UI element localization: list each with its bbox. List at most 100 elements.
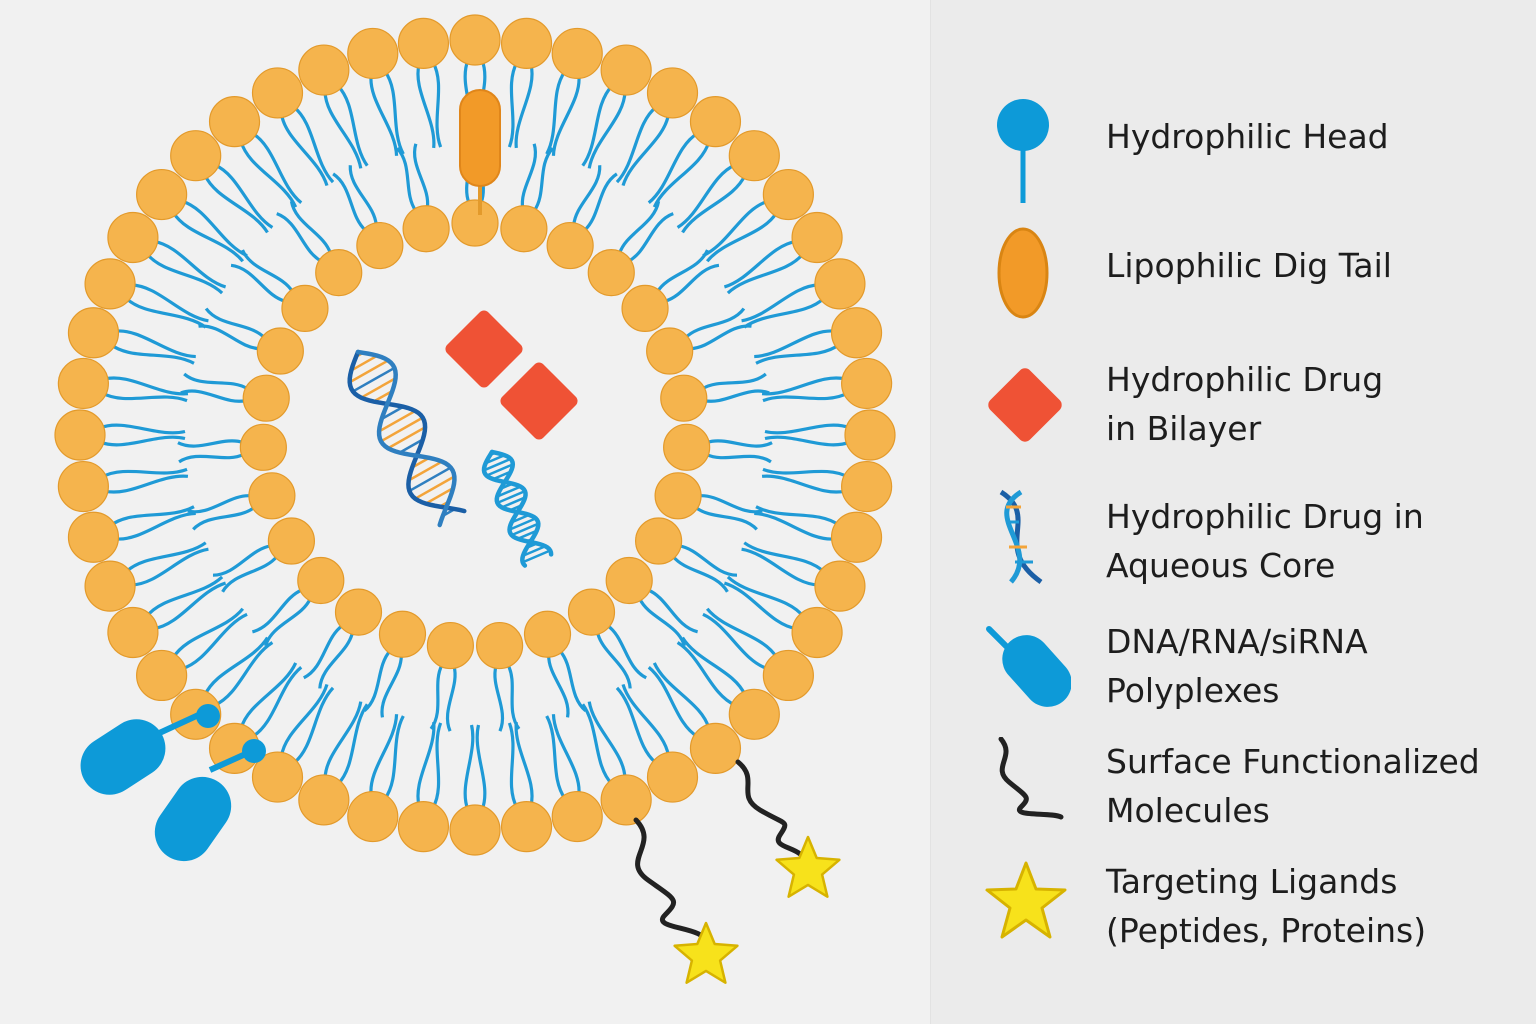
lipid-tail bbox=[723, 239, 797, 289]
lipid-tail bbox=[181, 199, 248, 258]
lipid-tail bbox=[101, 467, 188, 479]
lipid-tail bbox=[755, 343, 840, 365]
lipid-head bbox=[402, 205, 450, 253]
lipid-head bbox=[830, 511, 883, 563]
lipid-tail bbox=[621, 683, 671, 757]
targeting-ligands bbox=[673, 835, 841, 984]
dna-helix-icon bbox=[999, 489, 1043, 585]
lipid-tail bbox=[684, 307, 746, 339]
lipid-tail bbox=[545, 70, 567, 155]
lipophilic-drug-tail-icon bbox=[997, 227, 1049, 319]
lipid-tail bbox=[545, 715, 567, 800]
lipid-tail bbox=[606, 624, 648, 680]
lipid-head bbox=[378, 610, 427, 658]
dna-helix-small bbox=[481, 449, 554, 568]
lipid-tail bbox=[416, 721, 436, 807]
lipid-tail bbox=[706, 439, 773, 448]
lipid-tail bbox=[463, 724, 475, 811]
lipid-tail bbox=[203, 174, 269, 234]
lipid-head bbox=[551, 790, 603, 843]
lipid-head bbox=[500, 17, 553, 69]
lipid-head bbox=[654, 472, 702, 520]
lipid-head bbox=[646, 67, 699, 119]
polyplex bbox=[80, 704, 220, 795]
surface-functionalized-molecule bbox=[633, 759, 809, 947]
lipid-tail bbox=[755, 505, 840, 527]
polyplex bbox=[154, 739, 266, 862]
lipid-tail bbox=[761, 376, 847, 396]
lipid-head bbox=[281, 284, 329, 333]
lipid-tail bbox=[103, 376, 189, 396]
lipid-head bbox=[621, 284, 669, 333]
lipid-head bbox=[426, 621, 474, 670]
lipid-tail bbox=[323, 701, 363, 779]
lipid-tail bbox=[694, 505, 758, 531]
lipid-tail bbox=[203, 636, 269, 696]
lipid-tail bbox=[114, 511, 196, 541]
lipid-head bbox=[347, 27, 399, 80]
lipid-tail bbox=[726, 575, 805, 618]
lipid-tail bbox=[251, 131, 303, 205]
lipid-tail bbox=[664, 263, 720, 303]
lipid-tail bbox=[323, 91, 363, 169]
lipid-head bbox=[170, 130, 222, 182]
lipid-tail bbox=[99, 423, 186, 435]
lipid-tail bbox=[221, 555, 279, 593]
lipid-tail bbox=[507, 61, 519, 148]
lipid-tail bbox=[264, 597, 312, 647]
lipid-tail bbox=[558, 649, 587, 713]
lipid-tail bbox=[251, 588, 303, 634]
lipid-tail bbox=[647, 588, 699, 634]
lipid-head bbox=[728, 130, 780, 182]
lipid-tail bbox=[429, 663, 444, 730]
lipid-tail bbox=[618, 200, 661, 255]
lipid-tail bbox=[336, 84, 369, 167]
lipid-tail bbox=[292, 686, 335, 765]
lipid-tail bbox=[587, 701, 627, 779]
lipid-tail bbox=[701, 372, 767, 391]
lipid-tail bbox=[336, 703, 369, 786]
lipid-tail bbox=[551, 714, 581, 796]
lipid-head bbox=[791, 211, 843, 264]
lipid-tail bbox=[520, 143, 538, 209]
lipid-tail bbox=[678, 544, 738, 577]
lipid-tail bbox=[145, 252, 224, 295]
lipid-tail bbox=[198, 324, 260, 351]
lipid-head bbox=[600, 44, 652, 96]
lipid-tail bbox=[124, 541, 207, 574]
lipid-tail bbox=[754, 511, 836, 541]
lipid-tail bbox=[332, 172, 367, 232]
lipid-tail bbox=[416, 63, 436, 149]
lipid-tail bbox=[572, 165, 602, 226]
star-icon bbox=[775, 835, 841, 898]
lipid-head bbox=[397, 17, 450, 69]
lipid-tail bbox=[445, 665, 457, 732]
lipid-tail bbox=[431, 722, 443, 809]
lipid-tail bbox=[187, 494, 252, 514]
lipid-head bbox=[476, 621, 524, 670]
lipid-head bbox=[347, 790, 399, 843]
lipid-head bbox=[814, 258, 866, 310]
lipid-head bbox=[248, 472, 296, 520]
lipid-tail bbox=[762, 391, 849, 403]
lipid-tail bbox=[292, 105, 335, 184]
hydrophilic-head-icon bbox=[997, 99, 1049, 203]
lipid-head bbox=[646, 327, 694, 375]
lipid-tail bbox=[99, 435, 186, 447]
lipid-head bbox=[54, 409, 106, 461]
lipid-head bbox=[107, 211, 159, 264]
lipid-head bbox=[500, 801, 553, 853]
lipid-head bbox=[646, 751, 699, 803]
lipid-head bbox=[67, 307, 120, 359]
lipid-tail bbox=[276, 212, 323, 263]
lipid-tail bbox=[743, 541, 826, 574]
lipid-tail bbox=[690, 324, 752, 351]
lipid-head bbox=[844, 409, 896, 461]
lipid-tail bbox=[671, 555, 729, 593]
lipid-head bbox=[136, 649, 188, 702]
hydrophilic-drug-core bbox=[445, 310, 578, 440]
lipid-tail bbox=[171, 211, 245, 263]
lipid-tail bbox=[621, 113, 671, 187]
lipid-tail bbox=[547, 654, 570, 718]
lipid-head bbox=[297, 556, 345, 605]
